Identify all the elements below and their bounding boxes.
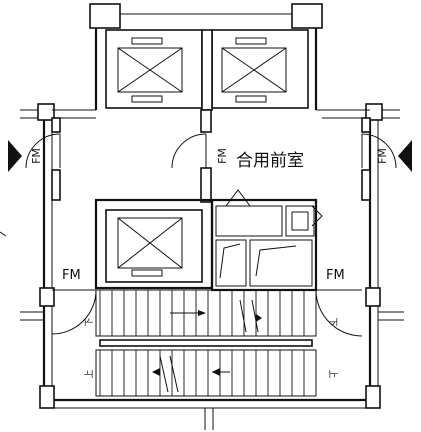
stair-label-right-lower: 上 <box>327 369 338 378</box>
lobby-partitions <box>51 109 371 203</box>
left-leader-line <box>0 231 7 237</box>
exterior-walls <box>20 103 404 430</box>
stair-label-left-lower: 上 <box>84 369 95 378</box>
door-center-lobby <box>171 133 207 169</box>
fm-label-left-stair: FM <box>62 268 81 283</box>
stair-direction-marks <box>152 299 262 393</box>
upper-elevator-block <box>89 3 323 111</box>
lower-elevator-block <box>94 198 214 290</box>
fm-label-center-lobby: FM <box>216 148 229 164</box>
door-right-lobby <box>361 133 397 169</box>
stair-label-left-upper: 下 <box>85 317 95 326</box>
stair-label-right-upper: 下 <box>327 317 337 326</box>
door-right-stair <box>315 289 363 337</box>
left-entry-arrow-icon <box>8 140 22 172</box>
elevator-car-2 <box>221 37 287 103</box>
stair-flights <box>95 289 317 397</box>
lobby-label: 合用前室 <box>236 151 304 171</box>
right-entry-arrow-icon <box>398 140 412 172</box>
elevator-car-1 <box>117 37 183 103</box>
fm-label-right-stair: FM <box>326 268 345 283</box>
door-left-lobby <box>25 133 61 169</box>
fm-label-left-lobby: FM <box>30 148 43 164</box>
door-left-stair <box>51 289 97 335</box>
service-shafts <box>210 189 323 292</box>
fm-label-right-lobby: FM <box>376 148 389 164</box>
